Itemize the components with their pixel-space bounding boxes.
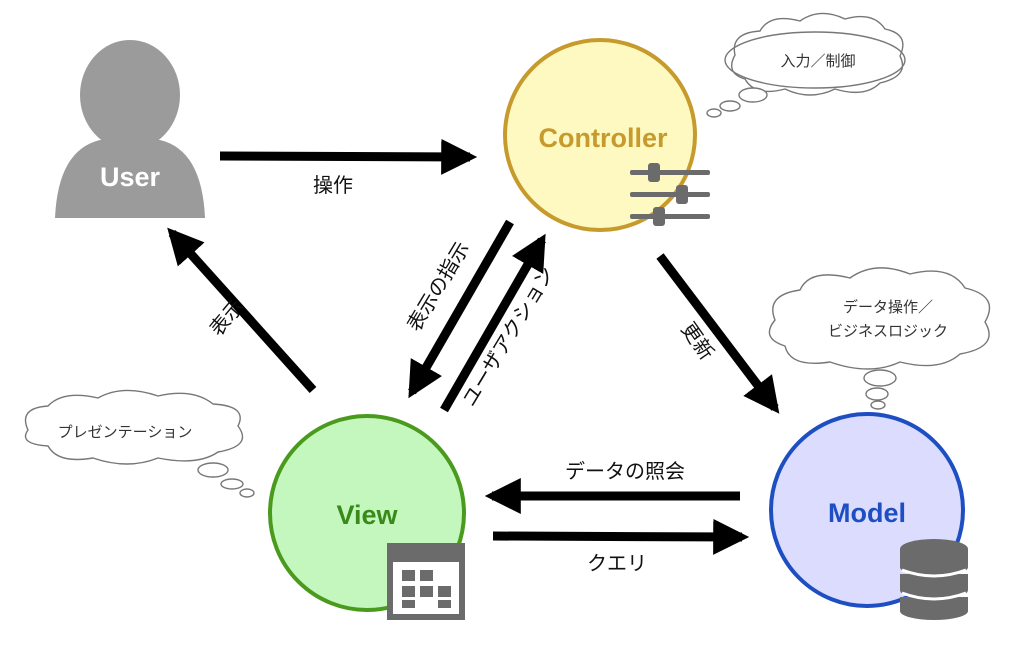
arrow-controller-to-model [656, 253, 780, 414]
sliders-icon [630, 163, 710, 226]
model-bubble-text-2: ビジネスロジック [828, 322, 948, 340]
person-icon [55, 40, 205, 218]
arrow-controller-to-view [408, 219, 514, 399]
model-bubble-text-1: データ操作／ [843, 298, 933, 316]
window-grid-icon [387, 543, 465, 620]
database-icon [900, 539, 968, 620]
edge-label-view-to-user: 表示 [205, 294, 249, 340]
model-node: Model [769, 412, 968, 620]
arrow-view-to-model [492, 518, 750, 555]
edge-label-view-to-model: クエリ [587, 551, 647, 575]
model-thought-bubble: データ操作／ ビジネスロジック [768, 267, 1006, 410]
user-label: User [100, 162, 161, 192]
user-node: User [55, 40, 205, 218]
arrow-view-to-user [167, 227, 317, 394]
arrow-view-to-controller [440, 233, 546, 413]
arrow-user-to-controller [219, 138, 478, 175]
view-node: View [268, 414, 466, 620]
controller-thought-bubble: 入力／制御 [706, 12, 906, 118]
model-label: Model [828, 498, 906, 528]
view-label: View [336, 500, 398, 530]
view-thought-bubble: プレゼンテーション [24, 389, 255, 498]
edge-label-user-to-controller: 操作 [313, 173, 353, 197]
edge-label-controller-to-view: 表示の指示 [402, 237, 474, 335]
controller-label: Controller [538, 123, 667, 153]
edge-label-model-to-view: データの照会 [565, 459, 685, 483]
view-bubble-text: プレゼンテーション [58, 423, 193, 441]
controller-node: Controller [503, 38, 710, 232]
controller-bubble-text: 入力／制御 [780, 52, 855, 70]
